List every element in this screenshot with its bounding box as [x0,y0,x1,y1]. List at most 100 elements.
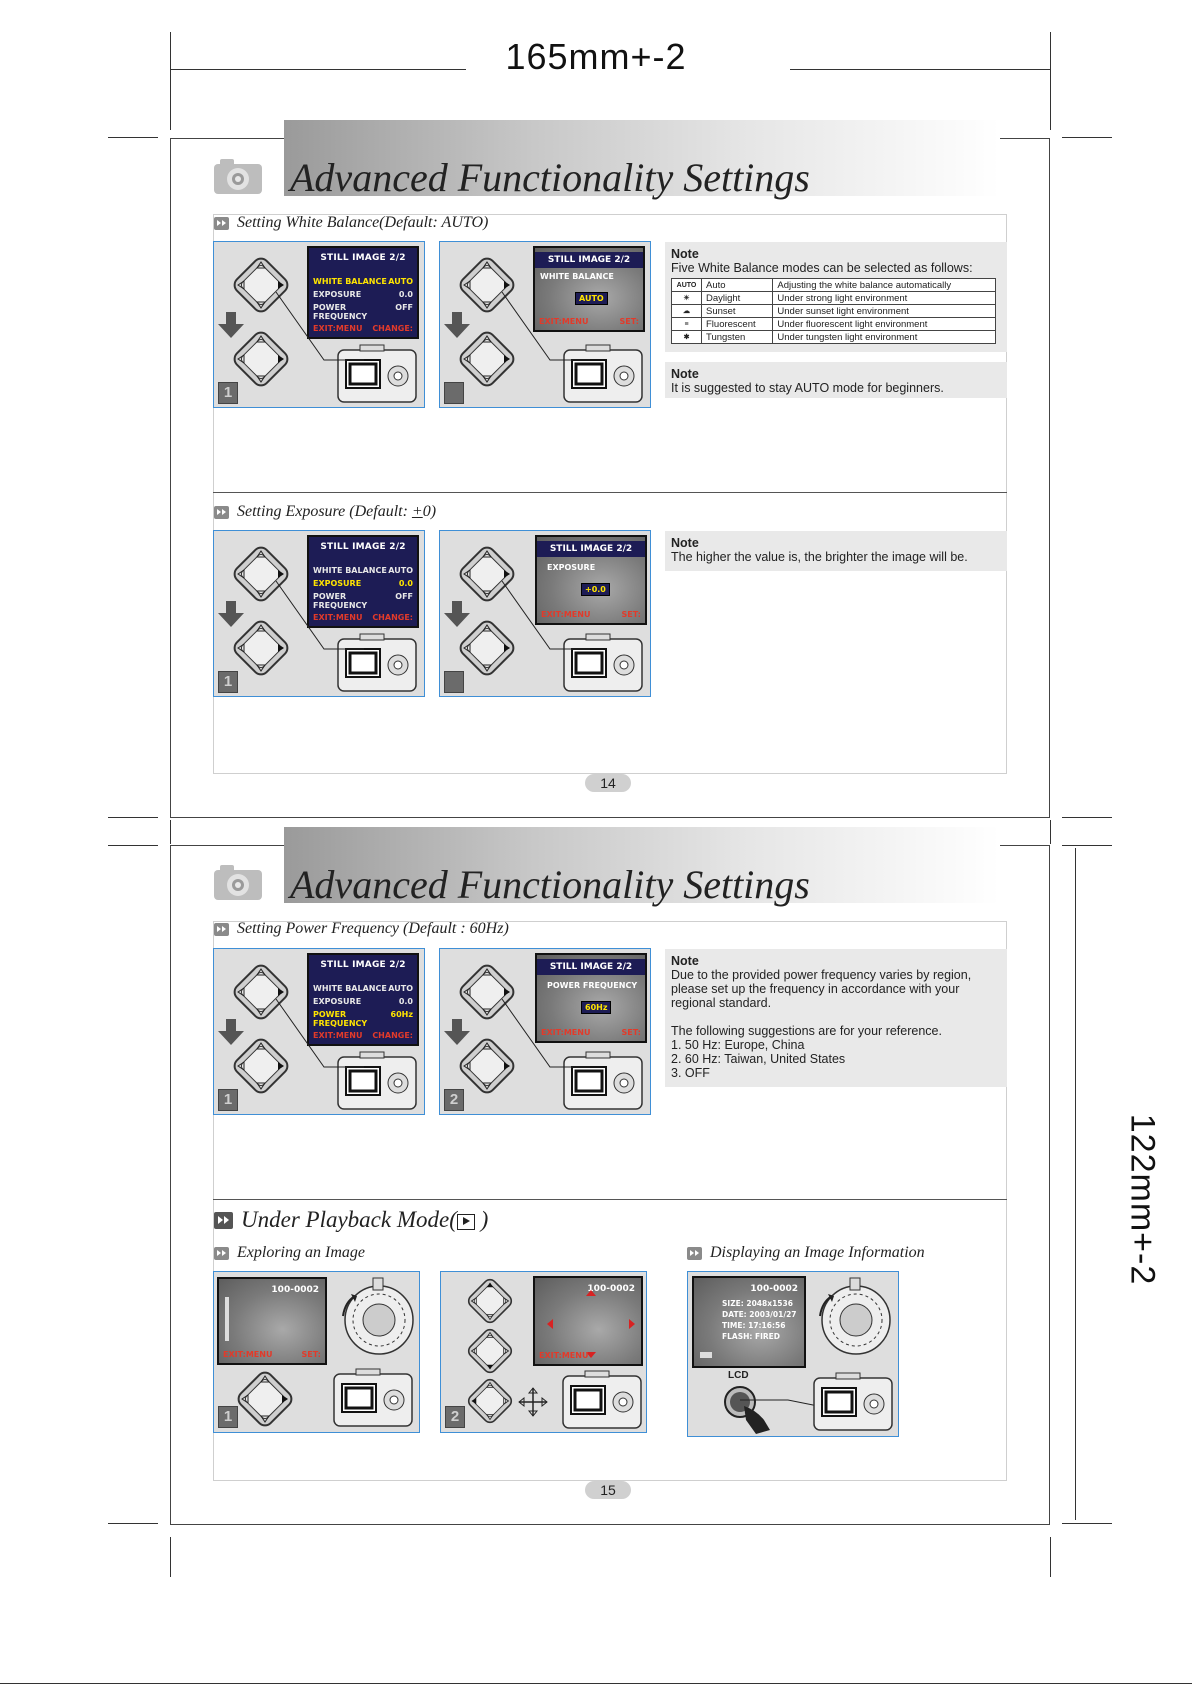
section-title-text: Setting White Balance(Default: AUTO) [237,214,489,231]
connector-line [275,580,364,650]
down-arrow-icon [444,1019,470,1045]
dpad-icon [233,964,289,1020]
mode-dial-icon [342,1277,414,1355]
info-line: SIZE: 2048x1536 [722,1299,793,1308]
lcd-button-icon [724,1386,770,1434]
banner-band [284,120,1000,196]
bullet-icon [214,1246,229,1260]
lcd-setting-label: EXPOSURE [547,563,596,572]
spec-width-label: 165mm+-2 [505,36,687,77]
step-1-badge: 1 [218,671,238,693]
down-arrow-icon [218,1019,244,1045]
connector-line [275,998,364,1068]
dpad-icon [459,620,515,676]
dpad-icon [459,257,515,313]
note-body: It is suggested to stay AUTO mode for be… [671,381,944,395]
dpad-icon [459,1038,515,1094]
bullet-icon [214,1211,233,1229]
section-power-frequency-title: Setting Power Frequency (Default : 60Hz) [214,920,509,938]
illustration-wb-step2: STILL IMAGE 2/2 WHITE BALANCE AUTO EXIT:… [439,241,651,408]
playback-info-screen: 100-0002 SIZE: 2048x1536 DATE: 2003/01/2… [692,1276,806,1368]
lcd-setting-label: WHITE BALANCE [540,272,614,281]
image-information-title: Displaying an Image Information [687,1244,925,1262]
lcd-button-label: LCD [728,1370,749,1381]
section-divider [213,1199,1007,1200]
dpad-icon [467,1328,513,1374]
pan-arrows-icon [547,1290,635,1358]
dpad-icon [233,546,289,602]
step-1-badge: 1 [218,1089,238,1111]
section-title-text: Setting Exposure (Default: +0) [237,503,437,520]
page-number: 15 [585,1481,631,1499]
lcd-header: STILL IMAGE 2/2 [320,253,406,263]
down-arrow-icon [444,312,470,338]
mode-dial-icon [819,1277,891,1355]
note-exposure: Note The higher the value is, the bright… [665,531,1007,571]
note-title: Note [671,247,699,261]
content-area [213,921,1007,1481]
camera-icon [214,865,262,900]
note-power-frequency: Note Due to the provided power frequency… [665,949,1007,1087]
dpad-icon [233,331,289,387]
lcd-setting-value: 60Hz [581,1001,612,1014]
illustration-image-info: 100-0002 SIZE: 2048x1536 DATE: 2003/01/2… [687,1271,899,1437]
connector-line [501,580,590,650]
section-divider [213,492,1007,493]
dpad-icon [467,1378,513,1424]
move-icon [518,1387,548,1417]
dpad-icon [237,1371,293,1427]
exploring-image-title: Exploring an Image [214,1244,365,1262]
section-white-balance-title: Setting White Balance(Default: AUTO) [214,214,488,232]
image-number: 100-0002 [587,1284,635,1294]
dpad-icon [467,1278,513,1324]
camera-body-icon [562,1370,642,1429]
step-2-badge: 2 [444,1089,464,1111]
spec-height-label: 122mm+-2 [1123,1113,1162,1286]
content-area [213,214,1007,774]
step-2-badge [444,382,464,404]
note-title: Note [671,367,699,381]
zoom-bar [225,1297,229,1341]
note-body: The higher the value is, the brighter th… [671,550,968,564]
note-body: Five White Balance modes can be selected… [671,261,973,275]
camera-body-icon [337,1051,417,1110]
dpad-icon [233,1038,289,1094]
banner-band [284,827,1000,903]
lcd-header: STILL IMAGE 2/2 [537,541,645,557]
section-playback-title: Under Playback Mode( ) [214,1207,488,1233]
lcd-setting-label: POWER FREQUENCY [547,981,638,990]
note-body: Due to the provided power frequency vari… [671,968,972,1080]
section-title-text: Under Playback Mode( ) [241,1207,489,1232]
section-title-text: Setting Power Frequency (Default : 60Hz) [237,920,509,937]
camera-body-icon [563,633,643,692]
lcd-header: STILL IMAGE 2/2 [535,252,643,268]
camera-body-icon [337,633,417,692]
dpad-icon [233,620,289,676]
lcd-setting-screen: STILL IMAGE 2/2 POWER FREQUENCY 60Hz EXI… [535,953,647,1043]
section-title-text: Displaying an Image Information [710,1244,925,1261]
battery-icon [700,1352,712,1358]
camera-icon [214,159,262,194]
